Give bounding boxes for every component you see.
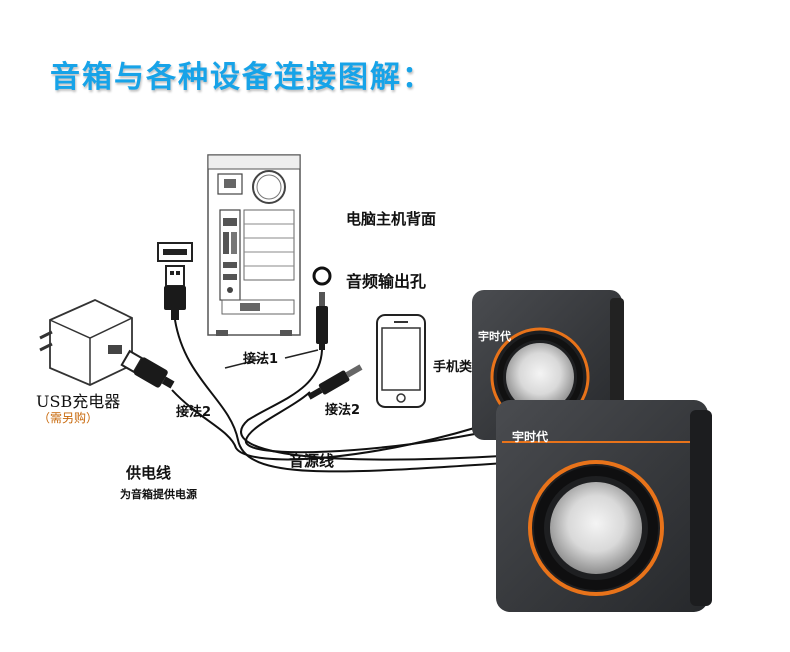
usb-charger-note: （需另购） — [38, 411, 99, 425]
audio-cable-label: 音源线 — [289, 452, 335, 470]
phone-plug-icon — [307, 364, 363, 400]
method1-pointer-left — [224, 357, 266, 369]
front-speaker-brand: 宇时代 — [512, 430, 549, 444]
method1-label: 接法1 — [243, 352, 279, 367]
usb-charger-icon — [39, 299, 133, 386]
pc-back-label: 电脑主机背面 — [346, 210, 437, 228]
method2-left-label: 接法2 — [176, 405, 212, 420]
phone-icon — [376, 314, 426, 408]
power-cable-label: 供电线 — [126, 464, 172, 482]
front-speaker-icon — [496, 400, 712, 612]
cables — [171, 319, 521, 473]
pc-tower-icon — [207, 154, 301, 336]
page-title: 音箱与各种设备连接图解： — [50, 60, 434, 95]
usb-plug-icon — [120, 349, 175, 389]
phone-label: 手机类 — [433, 360, 473, 375]
usb-charger-label: USB充电器 — [36, 392, 121, 411]
audio-jack-icon — [312, 266, 332, 350]
method2-right-label: 接法2 — [325, 403, 361, 418]
method1-pointer-right — [284, 349, 319, 359]
audio-out-label: 音频输出孔 — [346, 272, 427, 291]
usb-port-icon — [157, 242, 193, 320]
power-cable-note: 为音箱提供电源 — [120, 488, 197, 501]
rear-speaker-brand: 宇时代 — [478, 330, 511, 343]
